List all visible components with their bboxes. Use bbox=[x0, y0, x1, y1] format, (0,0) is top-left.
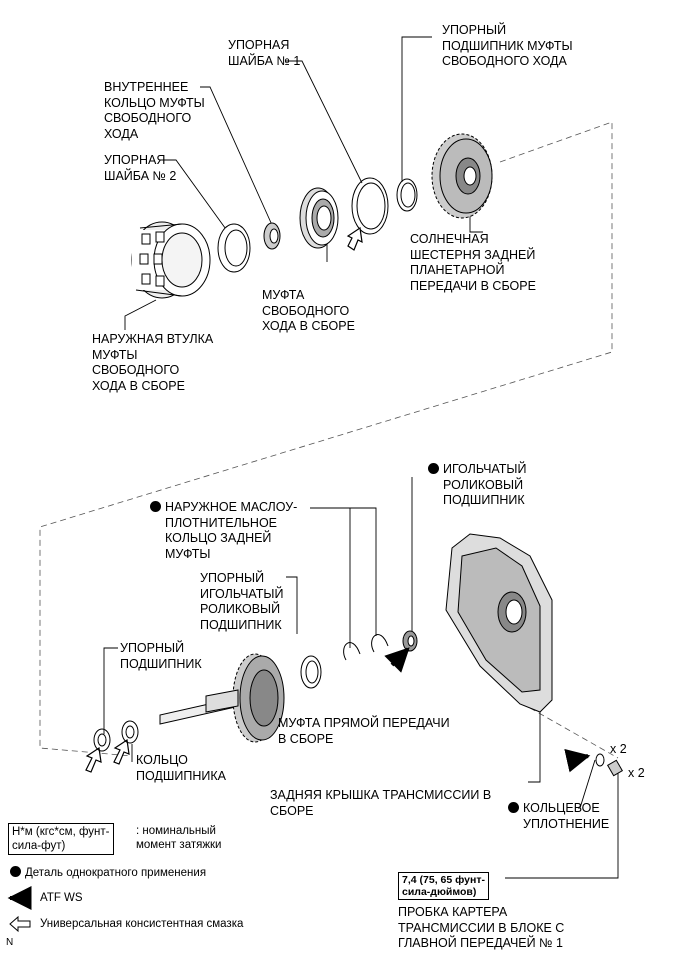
legend-torque-desc: : номинальный момент затяжки bbox=[136, 825, 222, 851]
footer-code: N bbox=[6, 937, 14, 948]
label-needle-bearing-text: ИГОЛЬЧАТЫЙ РОЛИКОВЫЙ ПОДШИПНИК bbox=[443, 462, 527, 507]
oring-plug-drawing bbox=[564, 748, 624, 777]
label-oneway-outer-race: НАРУЖНАЯ ВТУЛКА МУФТЫ СВОБОДНОГО ХОДА В … bbox=[92, 332, 214, 393]
label-thrust-needle-bearing: УПОРНЫЙ ИГОЛЬЧАТЫЙ РОЛИКОВЫЙ ПОДШИПНИК bbox=[200, 571, 284, 632]
thrust-washer-1-drawing bbox=[351, 177, 389, 235]
legend-grease: Универсальная консистентная смазка bbox=[40, 918, 244, 930]
torque-spec-box: 7,4 (75, 65 фунт- сила-дюймов) bbox=[398, 872, 489, 900]
label-bearing-race: КОЛЬЦО ПОДШИПНИКА bbox=[136, 753, 226, 783]
label-thrust-bearing: УПОРНЫЙ ПОДШИПНИК bbox=[120, 641, 202, 671]
legend-atf: ATF WS bbox=[40, 892, 83, 904]
label-rear-sun-gear: СОЛНЕЧНАЯ ШЕСТЕРНЯ ЗАДНЕЙ ПЛАНЕТАРНОЙ ПЕ… bbox=[410, 232, 536, 293]
rear-cover-drawing bbox=[445, 533, 553, 713]
label-drain-plug: ПРОБКА КАРТЕРА ТРАНСМИССИИ В БЛОКЕ С ГЛА… bbox=[398, 905, 565, 950]
label-oneway-inner-race: ВНУТРЕННЕЕ КОЛЬЦО МУФТЫ СВОБОДНОГО ХОДА bbox=[104, 80, 205, 141]
qty-plug: x 2 bbox=[628, 766, 645, 780]
grease-arrow-marks bbox=[85, 226, 363, 773]
label-direct-clutch: МУФТА ПРЯМОЙ ПЕРЕДАЧИ В СБОРЕ bbox=[278, 716, 450, 746]
label-thrust-washer-2: УПОРНАЯ ШАЙБА № 2 bbox=[104, 153, 177, 183]
needle-bearing-drawing bbox=[402, 630, 418, 652]
non-reusable-dot bbox=[508, 802, 519, 813]
atf-arrow-mark bbox=[384, 647, 410, 673]
non-reusable-dot bbox=[428, 463, 439, 474]
oneway-outer-race-drawing bbox=[131, 221, 211, 299]
assembly-dashed-outline bbox=[39, 121, 619, 759]
legend-non-reusable: Деталь однократного применения bbox=[10, 866, 206, 880]
label-rear-cover: ЗАДНЯЯ КРЫШКА ТРАНСМИССИИ В СБОРЕ bbox=[270, 788, 492, 818]
legend-torque-units: Н*м (кгс*см, фунт- сила-фут) bbox=[8, 823, 114, 855]
thrust-washer-2-drawing bbox=[217, 223, 251, 273]
label-oneway-clutch: МУФТА СВОБОДНОГО ХОДА В СБОРЕ bbox=[262, 288, 355, 333]
label-outer-oil-seal-ring: НАРУЖНОЕ МАСЛОУ- ПЛОТНИТЕЛЬНОЕ КОЛЬЦО ЗА… bbox=[150, 500, 297, 562]
oneway-inner-race-drawing bbox=[263, 222, 281, 250]
legend-icons bbox=[7, 886, 32, 933]
rear-sun-gear-drawing bbox=[431, 133, 493, 219]
oneway-thrust-bearing-drawing bbox=[396, 178, 418, 212]
label-oneway-thrust-bearing: УПОРНЫЙ ПОДШИПНИК МУФТЫ СВОБОДНОГО ХОДА bbox=[442, 23, 573, 68]
qty-oring: x 2 bbox=[610, 742, 627, 756]
lower-washers-drawing bbox=[93, 634, 389, 752]
legend-non-reusable-text: Деталь однократного применения bbox=[25, 867, 207, 879]
label-o-ring-text: КОЛЬЦЕВОЕ УПЛОТНЕНИЕ bbox=[523, 801, 610, 831]
leader-lines bbox=[103, 36, 619, 879]
oneway-clutch-drawing bbox=[299, 187, 339, 249]
non-reusable-dot bbox=[150, 501, 161, 512]
label-thrust-washer-1: УПОРНАЯ ШАЙБА № 1 bbox=[228, 38, 301, 68]
label-outer-oil-seal-ring-text: НАРУЖНОЕ МАСЛОУ- ПЛОТНИТЕЛЬНОЕ КОЛЬЦО ЗА… bbox=[165, 500, 298, 561]
label-o-ring: КОЛЬЦЕВОЕ УПЛОТНЕНИЕ bbox=[508, 801, 609, 832]
non-reusable-dot bbox=[10, 866, 21, 877]
label-needle-bearing: ИГОЛЬЧАТЫЙ РОЛИКОВЫЙ ПОДШИПНИК bbox=[428, 462, 526, 509]
direct-clutch-drawing bbox=[159, 653, 285, 743]
